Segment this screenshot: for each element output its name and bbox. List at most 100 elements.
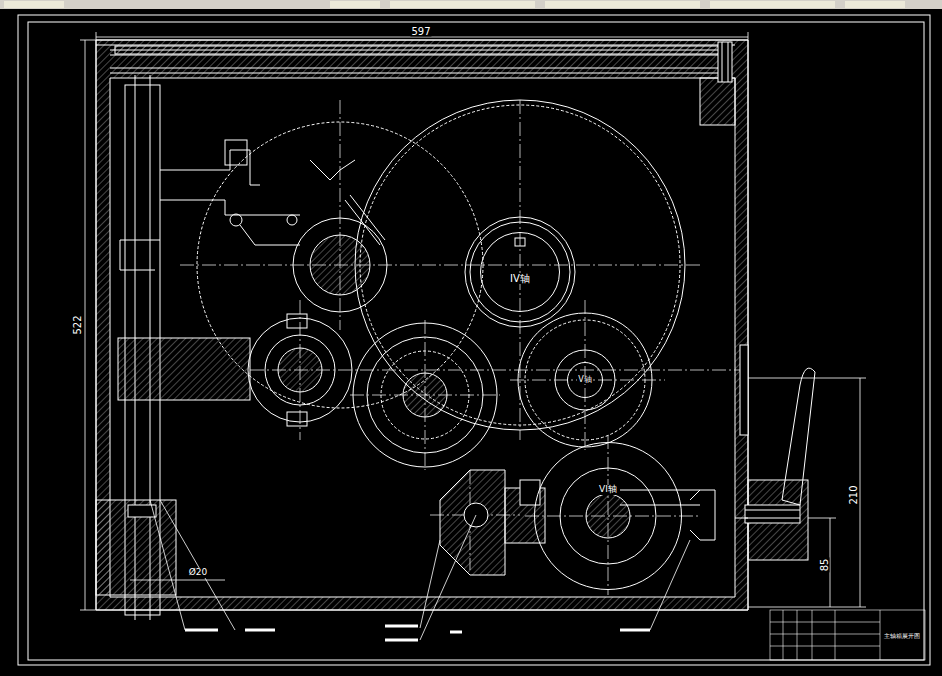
window-chrome [845, 1, 905, 8]
shaft-outline [568, 363, 603, 398]
housing [718, 42, 732, 82]
shaft-outline [481, 233, 560, 312]
dimension-lines [160, 500, 235, 630]
shift-mechanism [620, 505, 700, 506]
title-block [880, 610, 881, 660]
gears [403, 373, 447, 417]
gears [525, 320, 645, 440]
gears [465, 217, 575, 327]
drawing-frame [18, 15, 930, 665]
gears [353, 323, 497, 467]
title-block [770, 646, 880, 647]
center-lines [180, 265, 700, 266]
gears [287, 314, 307, 328]
title-block [797, 610, 798, 660]
shaft-label: V轴 [577, 376, 592, 385]
shift-mechanism [240, 225, 300, 245]
dimension-text: 597 [410, 26, 431, 37]
window-chrome [390, 1, 535, 8]
dimension-text: 210 [848, 484, 859, 505]
part-number-underlines [185, 629, 218, 632]
title-text: 主轴箱展开图 [883, 633, 921, 640]
part-number-underlines [185, 626, 650, 640]
title-block [835, 610, 836, 660]
window-chrome [545, 1, 700, 8]
gears [355, 100, 685, 430]
shift-mechanism [160, 200, 300, 215]
shift-mechanism [230, 214, 242, 226]
shift-mechanism [310, 160, 355, 180]
dimension-lines [650, 540, 690, 630]
gears [248, 318, 352, 422]
shaft-circle: VI轴 [534, 442, 682, 590]
dimension-text: 85 [819, 558, 830, 573]
shift-mechanism [118, 338, 250, 400]
housing [96, 40, 748, 610]
dimension-text: Ø20 [188, 568, 209, 578]
shift-mechanism [345, 200, 380, 245]
title-block [770, 622, 880, 623]
gears [520, 480, 540, 505]
gears [470, 222, 570, 322]
shift-mechanism [745, 510, 800, 511]
housing [700, 78, 735, 125]
housing [96, 40, 748, 610]
gears [293, 218, 387, 312]
title-block [770, 610, 925, 660]
part-number-underlines [620, 629, 650, 632]
shaft-outline [534, 442, 682, 590]
housing [115, 46, 725, 54]
window-chrome [4, 1, 64, 8]
housing [740, 345, 748, 435]
dimension-lines [860, 378, 861, 607]
shift-mechanism [350, 195, 385, 240]
dimension-lines [830, 518, 831, 607]
dimension-lines [150, 500, 185, 630]
drawing-frame [18, 15, 930, 665]
title-block [770, 634, 880, 635]
gears [586, 494, 630, 538]
gears [278, 348, 322, 392]
gears [360, 105, 680, 425]
dimension-lines [748, 607, 866, 608]
shift-mechanism [287, 215, 297, 225]
part-number-underlines [385, 639, 418, 642]
housing [110, 55, 730, 56]
gears [287, 412, 307, 426]
dimension-lines [420, 540, 440, 628]
shift-mechanism [782, 368, 815, 505]
shift-mechanism [225, 140, 247, 165]
part-number-underlines [450, 631, 462, 634]
housing [96, 40, 748, 610]
dimension-lines [808, 518, 836, 519]
shaft-circle: IV轴 [480, 232, 560, 312]
gears [265, 335, 335, 405]
dimension-lines [96, 37, 748, 38]
drawing-frame [28, 22, 924, 660]
title-block [812, 610, 813, 660]
gears [555, 350, 615, 410]
part-number-underlines [385, 625, 418, 628]
shaft-circle: V轴 [567, 362, 603, 398]
gears [518, 313, 652, 447]
dimension-lines [85, 40, 86, 610]
gears [197, 100, 685, 575]
housing [110, 68, 720, 69]
dimension-lines [130, 580, 225, 581]
shaft-label: IV轴 [509, 273, 531, 284]
dimension-lines [96, 32, 97, 40]
dimension-lines [420, 515, 476, 640]
shift-mechanism [745, 505, 800, 523]
center-lines [180, 100, 740, 595]
gears [515, 238, 525, 246]
housing [96, 45, 735, 46]
center-lines [250, 370, 740, 371]
shaft-outline [535, 443, 682, 590]
window-chrome [330, 1, 380, 8]
dimension-lines [80, 32, 866, 640]
dimension-lines [748, 32, 749, 40]
center-lines [520, 100, 521, 440]
title-block [783, 610, 784, 660]
shift-mechanism [160, 150, 260, 185]
